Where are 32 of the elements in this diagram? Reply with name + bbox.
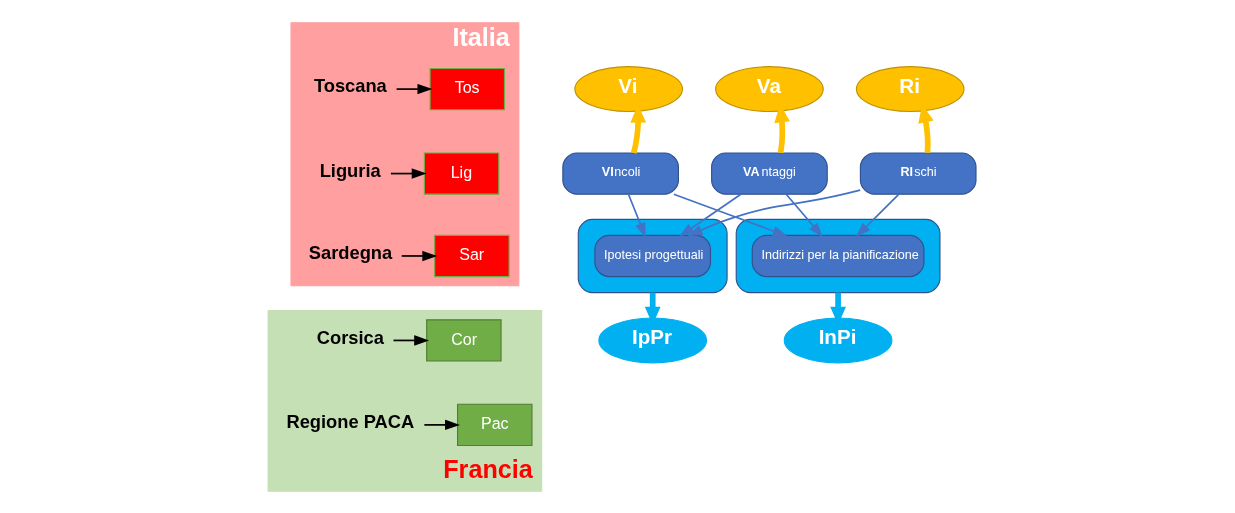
arrow: [627, 193, 646, 238]
node-text: Liguria: [319, 159, 381, 181]
cluster: [735, 218, 941, 293]
arrow: [423, 419, 460, 430]
arrow: [392, 334, 430, 346]
node-box: Lig: [423, 151, 500, 195]
arrow: [785, 193, 823, 237]
node-box: VAntaggi: [711, 151, 828, 195]
node-box: Tos: [429, 67, 506, 110]
node-text: Corsica: [316, 326, 384, 348]
arrow: [390, 167, 427, 179]
arrow: [679, 192, 742, 237]
node-box: Pac: [457, 403, 533, 446]
node-ellipse: Ri: [855, 65, 965, 112]
node-ellipse: Va: [715, 65, 824, 112]
node-box: Indirizzi per la pianificazione: [751, 234, 925, 277]
arrow: [400, 250, 438, 261]
node-box: Sar: [434, 234, 510, 277]
arrow: [673, 192, 788, 236]
node-text: Toscana: [313, 74, 387, 96]
node-box: Ipotesi progettuali: [594, 234, 712, 277]
arrow: [687, 188, 862, 236]
node-text: Sardegna: [308, 241, 393, 263]
node-ellipse: IpPr: [598, 316, 708, 363]
node-box: VIncoli: [562, 151, 679, 195]
node-box: Cor: [426, 318, 502, 362]
node-text: Regione PACA: [286, 410, 415, 432]
node-ellipse: Vi: [574, 65, 684, 112]
arrow: [395, 83, 433, 94]
node-box: RIschi: [859, 151, 977, 195]
node-ellipse: InPi: [783, 316, 893, 363]
arrow: [855, 193, 900, 237]
